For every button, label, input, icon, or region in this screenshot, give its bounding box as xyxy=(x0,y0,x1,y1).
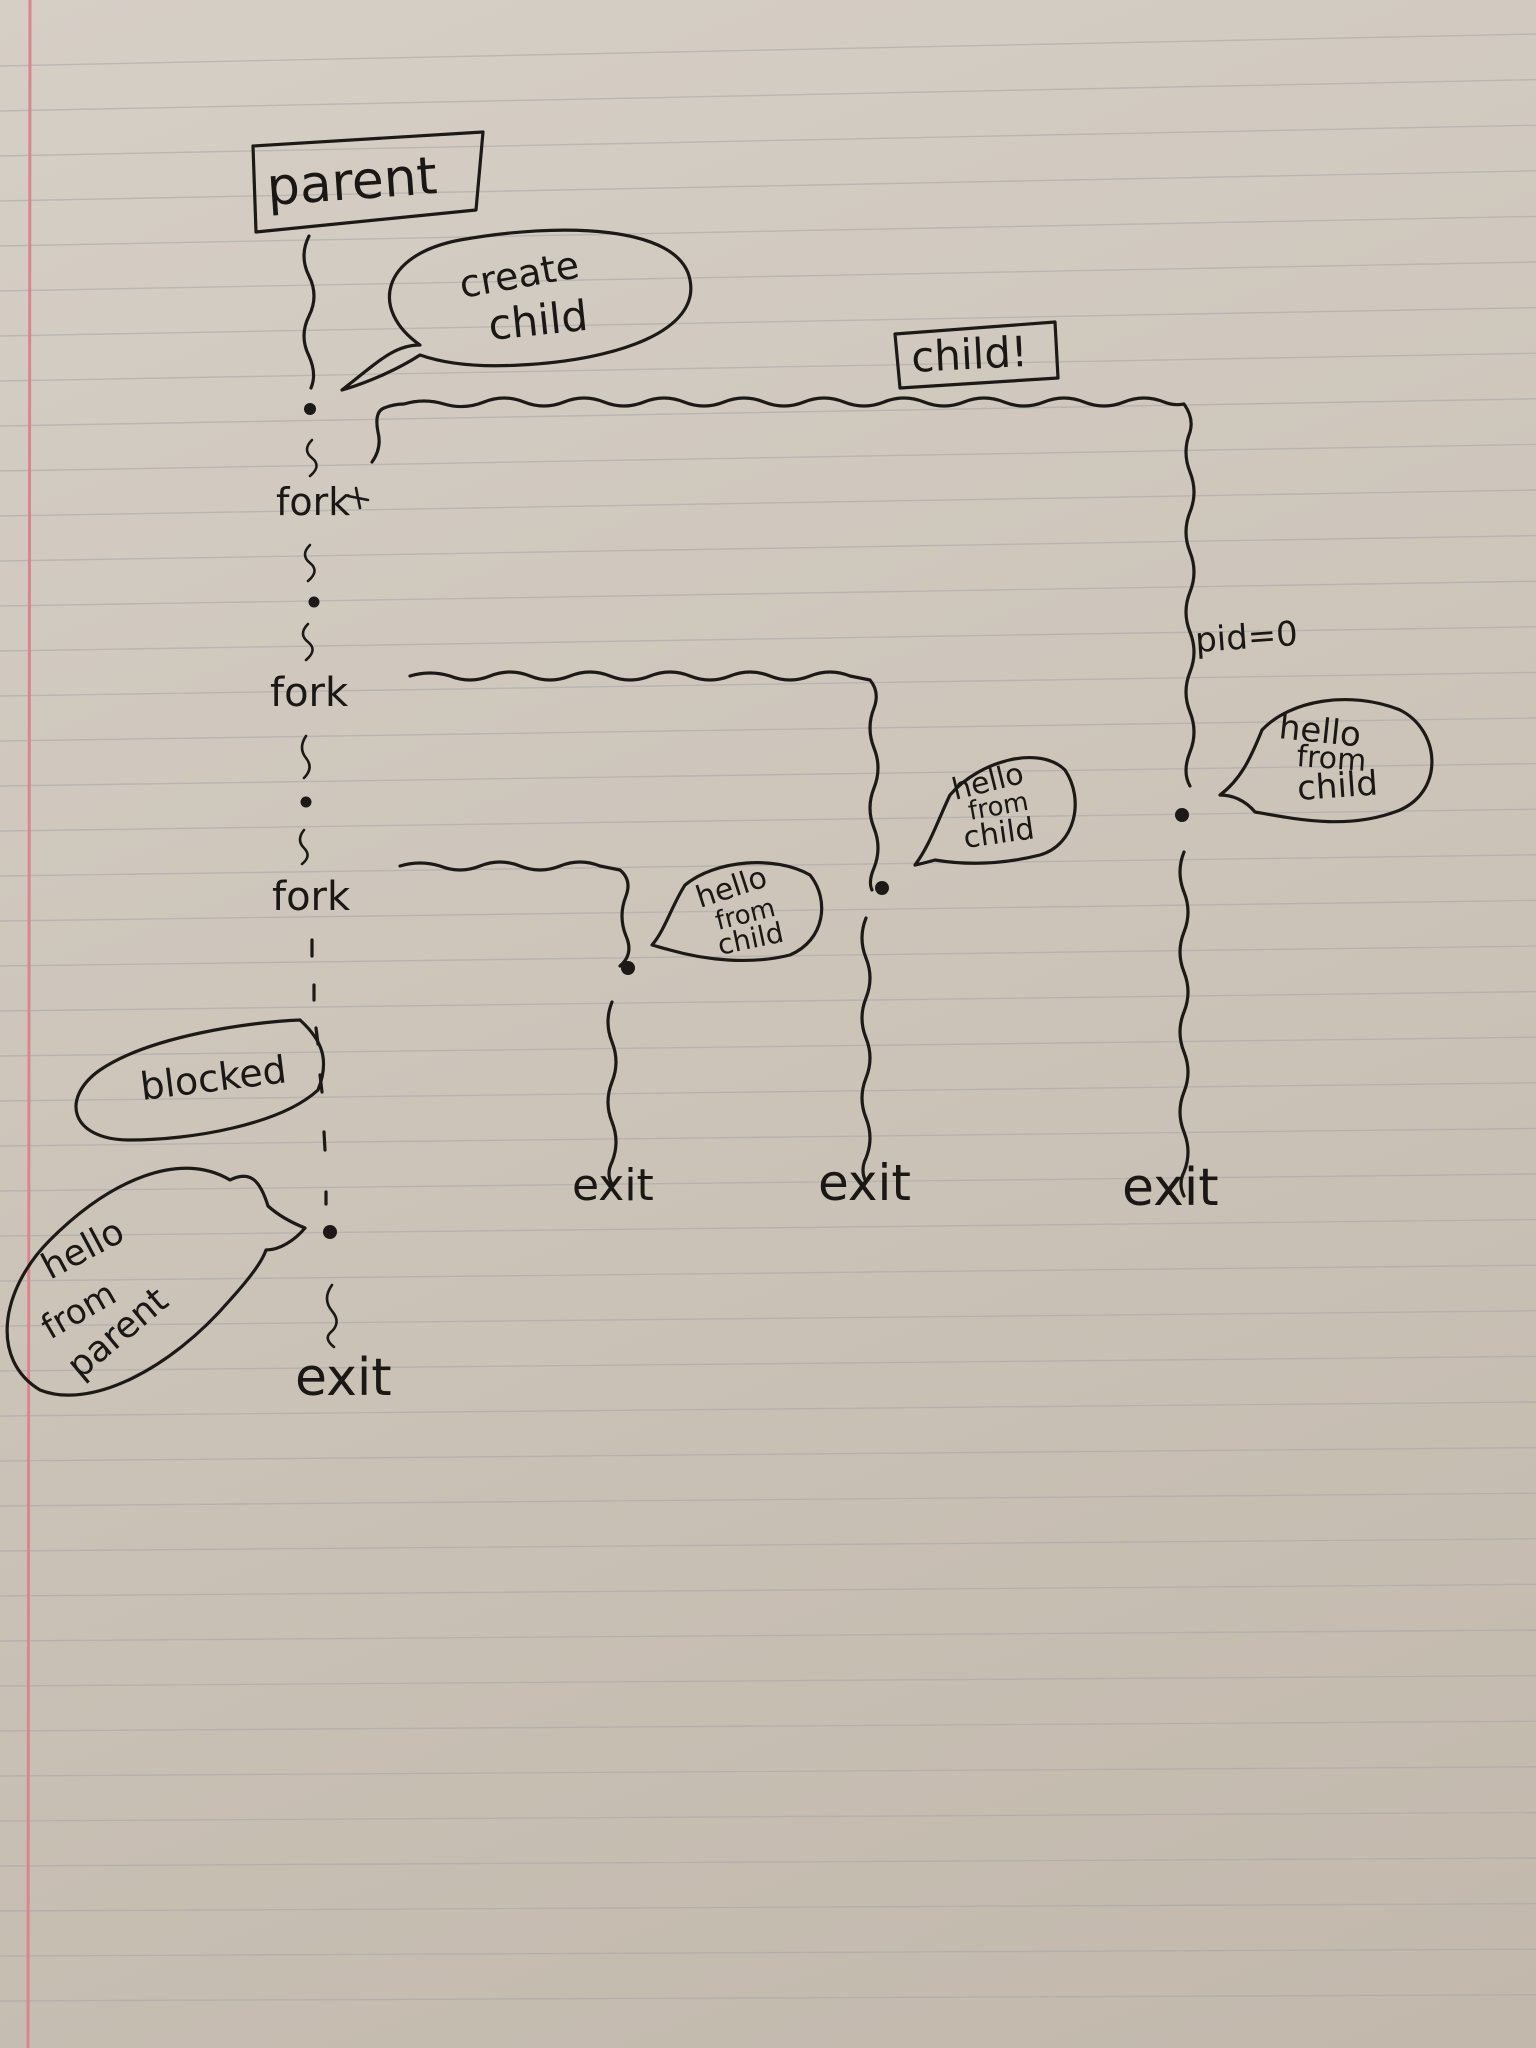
ruled-lines xyxy=(0,33,1536,2002)
ruled-line xyxy=(0,534,1536,562)
ruled-line xyxy=(0,1446,1536,1462)
ruled-line xyxy=(0,899,1536,922)
parent-squiggle-5 xyxy=(298,828,309,866)
child-2-exit: exit xyxy=(818,1154,911,1212)
ruled-line xyxy=(0,1994,1536,2002)
margin-line xyxy=(26,0,32,2048)
ruled-line xyxy=(0,1264,1536,1282)
parent-dot-4 xyxy=(323,1225,337,1239)
ruled-line xyxy=(0,580,1536,607)
ruled-line xyxy=(0,1173,1536,1192)
child-1-bubble-line2: from xyxy=(1295,739,1367,779)
parent-squiggle-end xyxy=(325,1283,338,1349)
parent-squiggle-4 xyxy=(300,734,311,780)
child-2-dot xyxy=(875,881,889,895)
child-2-branch xyxy=(408,670,880,892)
ruled-line xyxy=(0,1720,1536,1732)
ruled-line xyxy=(0,990,1536,1012)
pid-annotation: pid=0 xyxy=(1194,614,1299,661)
ruled-line xyxy=(0,1492,1536,1507)
child-2-tail xyxy=(860,916,872,1184)
ruled-line xyxy=(0,854,1536,877)
child-1-box: child! xyxy=(893,320,1060,390)
ruled-line xyxy=(0,1218,1536,1237)
ruled-line xyxy=(0,124,1536,157)
ruled-line xyxy=(0,626,1536,652)
ruled-line xyxy=(0,1902,1536,1912)
ruled-line xyxy=(0,398,1536,427)
parent-squiggle-1 xyxy=(305,438,318,478)
create-child-line2: child xyxy=(486,291,590,350)
fork-label-1: fork xyxy=(276,480,350,524)
ruled-line xyxy=(0,1766,1536,1777)
parent-bubble: hello from parent xyxy=(5,1166,307,1397)
parent-dot-3 xyxy=(300,796,312,808)
child-3-exit: exit xyxy=(572,1160,654,1211)
child-2-bubble: hello from child xyxy=(913,755,1077,867)
child-label: child! xyxy=(910,327,1029,382)
parent-bubble-line1: hello xyxy=(35,1211,131,1288)
ruled-line xyxy=(0,1674,1536,1687)
ruled-line xyxy=(0,1629,1536,1642)
child-1-dot xyxy=(1175,808,1189,822)
child-1-bubble-line3: child xyxy=(1296,763,1379,809)
ruled-line xyxy=(0,261,1536,292)
ruled-line xyxy=(0,808,1536,832)
ruled-line xyxy=(0,170,1536,202)
child-1-branch xyxy=(370,396,1196,788)
parent-squiggle-2 xyxy=(303,543,316,583)
child-3-tail xyxy=(606,1000,618,1186)
ruled-line xyxy=(0,489,1536,517)
fork-label-3: fork xyxy=(272,874,351,920)
ruled-line xyxy=(0,1948,1536,1957)
parent-blocked-dashes xyxy=(310,938,328,1206)
ruled-line xyxy=(0,306,1536,337)
blocked-label: blocked xyxy=(138,1047,289,1109)
parent-exit: exit xyxy=(295,1348,392,1408)
child-3-dot xyxy=(621,961,635,975)
child-1-exit: exit xyxy=(1122,1158,1219,1218)
child-1-bubble: hello from child xyxy=(1218,698,1434,824)
parent-squiggle-3 xyxy=(301,622,314,662)
child-3-bubble: hello from child xyxy=(650,860,824,963)
ruled-line xyxy=(0,945,1536,967)
parent-dot-2 xyxy=(308,596,320,608)
fork-label-2: fork xyxy=(270,670,349,716)
child-1-tail xyxy=(1178,850,1190,1198)
parent-box: parent xyxy=(251,130,485,234)
ruled-line xyxy=(0,78,1536,112)
ruled-line xyxy=(0,215,1536,247)
ruled-line xyxy=(0,1857,1536,1867)
ruled-line xyxy=(0,1355,1536,1372)
ruled-line xyxy=(0,443,1536,472)
create-child-bubble: create child xyxy=(340,228,693,392)
child-1-bubble-line1: hello xyxy=(1277,707,1363,755)
ruled-line xyxy=(0,1036,1536,1057)
ruled-line xyxy=(0,1310,1536,1327)
ruled-line xyxy=(0,1811,1536,1822)
ruled-line xyxy=(0,352,1536,382)
ruled-line xyxy=(0,762,1536,787)
ruled-line xyxy=(0,1401,1536,1417)
ruled-line xyxy=(0,671,1536,697)
ruled-line xyxy=(0,717,1536,742)
ruled-line xyxy=(0,33,1536,67)
child-3-branch xyxy=(398,860,631,968)
ruled-line xyxy=(0,1583,1536,1597)
blocked-bubble: blocked xyxy=(74,1018,326,1142)
ruled-line xyxy=(0,1538,1536,1552)
parent-label: parent xyxy=(265,146,439,218)
parent-dot-1 xyxy=(304,403,316,415)
ruled-line xyxy=(0,1082,1536,1102)
parent-timeline-top xyxy=(302,234,316,390)
ruled-line xyxy=(0,1127,1536,1147)
